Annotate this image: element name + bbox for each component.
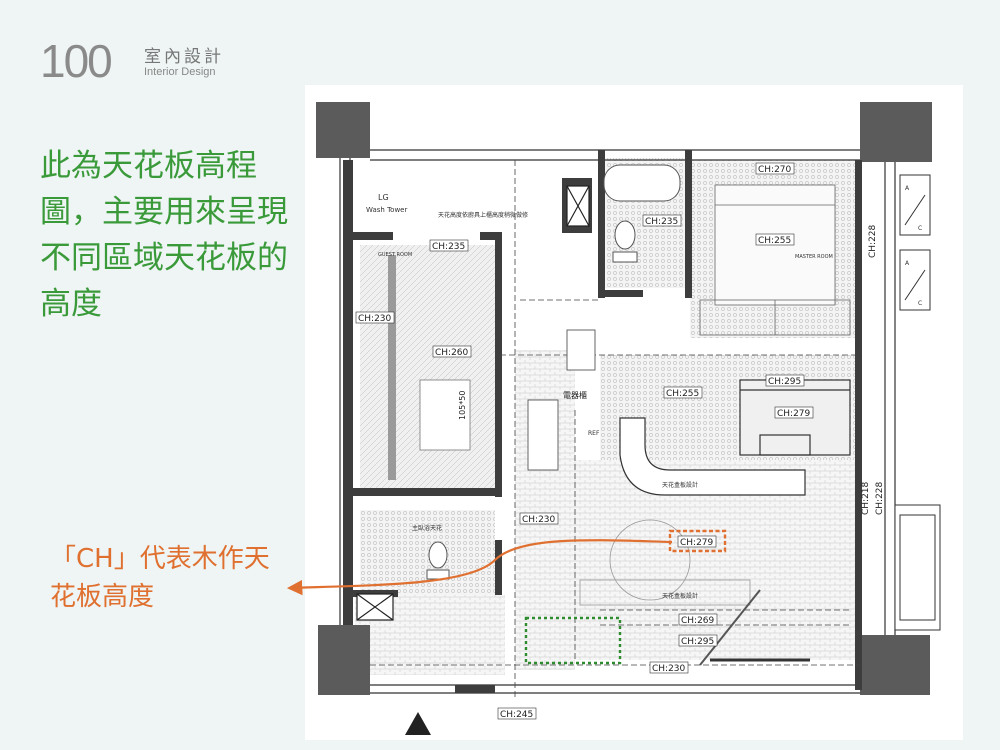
main-annotation: 此為天花板高程圖，主要用來呈現不同區域天花板的高度 xyxy=(40,148,288,322)
closet-fixtures xyxy=(388,255,471,480)
green-highlight-box xyxy=(524,616,622,665)
ch-label-230-center: CH:230 xyxy=(519,512,559,525)
ch-annotation: 「CH」代表木作天花板高度 xyxy=(50,544,270,612)
svg-text:CH:279: CH:279 xyxy=(680,538,714,548)
logo-english-name: Interior Design xyxy=(144,66,216,78)
dimension-label: 105*50 xyxy=(458,391,467,420)
ref-label: REF xyxy=(588,430,600,437)
ch-label-230-left: CH:230 xyxy=(355,311,395,324)
svg-text:CH:230: CH:230 xyxy=(522,515,556,525)
svg-text:CH:228: CH:228 xyxy=(868,224,878,258)
svg-text:CH:230: CH:230 xyxy=(358,314,392,324)
svg-text:CH:255: CH:255 xyxy=(666,389,699,399)
ch-label-270: CH:270 xyxy=(755,162,795,175)
walk-in-closet-floor xyxy=(360,245,500,495)
ceiling-indirect-label-1: 天花盒板設計 xyxy=(662,481,698,489)
column-bottom-right xyxy=(860,635,930,695)
ac-label-c-1: C xyxy=(918,225,922,232)
ch-label-228-right: CH:228 xyxy=(875,481,885,515)
ch-label-245: CH:245 xyxy=(497,707,537,720)
guest-bath-label: 主臥浴天花 xyxy=(412,524,442,532)
ch-label-235-room: CH:235 xyxy=(429,239,469,252)
master-room-label: MASTER ROOM xyxy=(795,254,833,260)
appliance-label: 電器櫃 xyxy=(563,390,587,400)
ceiling-division-lines xyxy=(370,160,860,700)
ch-label-255-kitchen: CH:255 xyxy=(663,386,703,399)
ceiling-indirect-label-2: 天花盒板設計 xyxy=(662,592,698,600)
ch-label-218: CH:218 xyxy=(861,481,871,515)
lg-label: LG xyxy=(378,193,389,202)
column-top-left xyxy=(316,102,370,158)
wash-tower-label: Wash Tower xyxy=(366,206,407,214)
svg-text:CH:279: CH:279 xyxy=(777,409,811,419)
svg-text:CH:255: CH:255 xyxy=(758,236,791,246)
ch-label-230-bottom: CH:230 xyxy=(649,661,689,674)
ceiling-note: 天花高度依廚具上櫃高度稍微做修 xyxy=(438,211,528,219)
bathtub xyxy=(603,164,681,202)
ac-units xyxy=(899,174,931,311)
ac-label-a-1: A xyxy=(905,185,910,192)
logo-chinese-name: 室內設計 xyxy=(144,47,224,67)
svg-text:CH:295: CH:295 xyxy=(681,637,714,647)
svg-text:CH:245: CH:245 xyxy=(500,710,533,720)
svg-text:CH:270: CH:270 xyxy=(758,165,792,175)
ch-label-235-bath: CH:235 xyxy=(642,214,682,227)
svg-text:CH:269: CH:269 xyxy=(681,616,715,626)
guest-bath-floor xyxy=(360,510,495,595)
svg-text:CH:228: CH:228 xyxy=(875,481,885,515)
ch-label-255-master: CH:255 xyxy=(755,233,795,246)
ch-label-260: CH:260 xyxy=(432,345,472,358)
svg-text:CH:235: CH:235 xyxy=(432,242,465,252)
outer-walls xyxy=(339,149,896,694)
ac-label-a-2: A xyxy=(905,260,910,267)
ch-label-269: CH:269 xyxy=(678,613,718,626)
svg-text:CH:218: CH:218 xyxy=(861,481,871,515)
shaft-box-top xyxy=(566,185,590,227)
column-bottom-left xyxy=(318,625,370,695)
shaft-box-bottom xyxy=(356,593,394,621)
ch-label-295-top: CH:295 xyxy=(765,374,805,387)
ch-label-279-top: CH:279 xyxy=(774,406,814,419)
svg-text:CH:235: CH:235 xyxy=(645,217,678,227)
logo-number: 100 xyxy=(40,35,113,87)
balcony xyxy=(894,504,941,631)
callout-arrow xyxy=(286,539,673,596)
svg-text:CH:260: CH:260 xyxy=(435,348,469,358)
ac-label-c-2: C xyxy=(918,300,922,307)
company-logo: 100 室內設計 Interior Design xyxy=(40,35,240,87)
living-furniture xyxy=(579,519,810,666)
svg-text:CH:295: CH:295 xyxy=(768,377,801,387)
svg-text:CH:230: CH:230 xyxy=(652,664,686,674)
ch-label-228-top: CH:228 xyxy=(868,224,878,258)
entry-direction-marker xyxy=(405,712,431,735)
guest-toilet xyxy=(426,541,450,580)
closet-room-label: GUEST ROOM xyxy=(378,252,412,258)
master-toilet xyxy=(612,220,638,263)
column-top-right xyxy=(860,102,932,162)
appliance-cabinet xyxy=(527,329,596,471)
ch-label-295-bottom: CH:295 xyxy=(678,634,718,647)
